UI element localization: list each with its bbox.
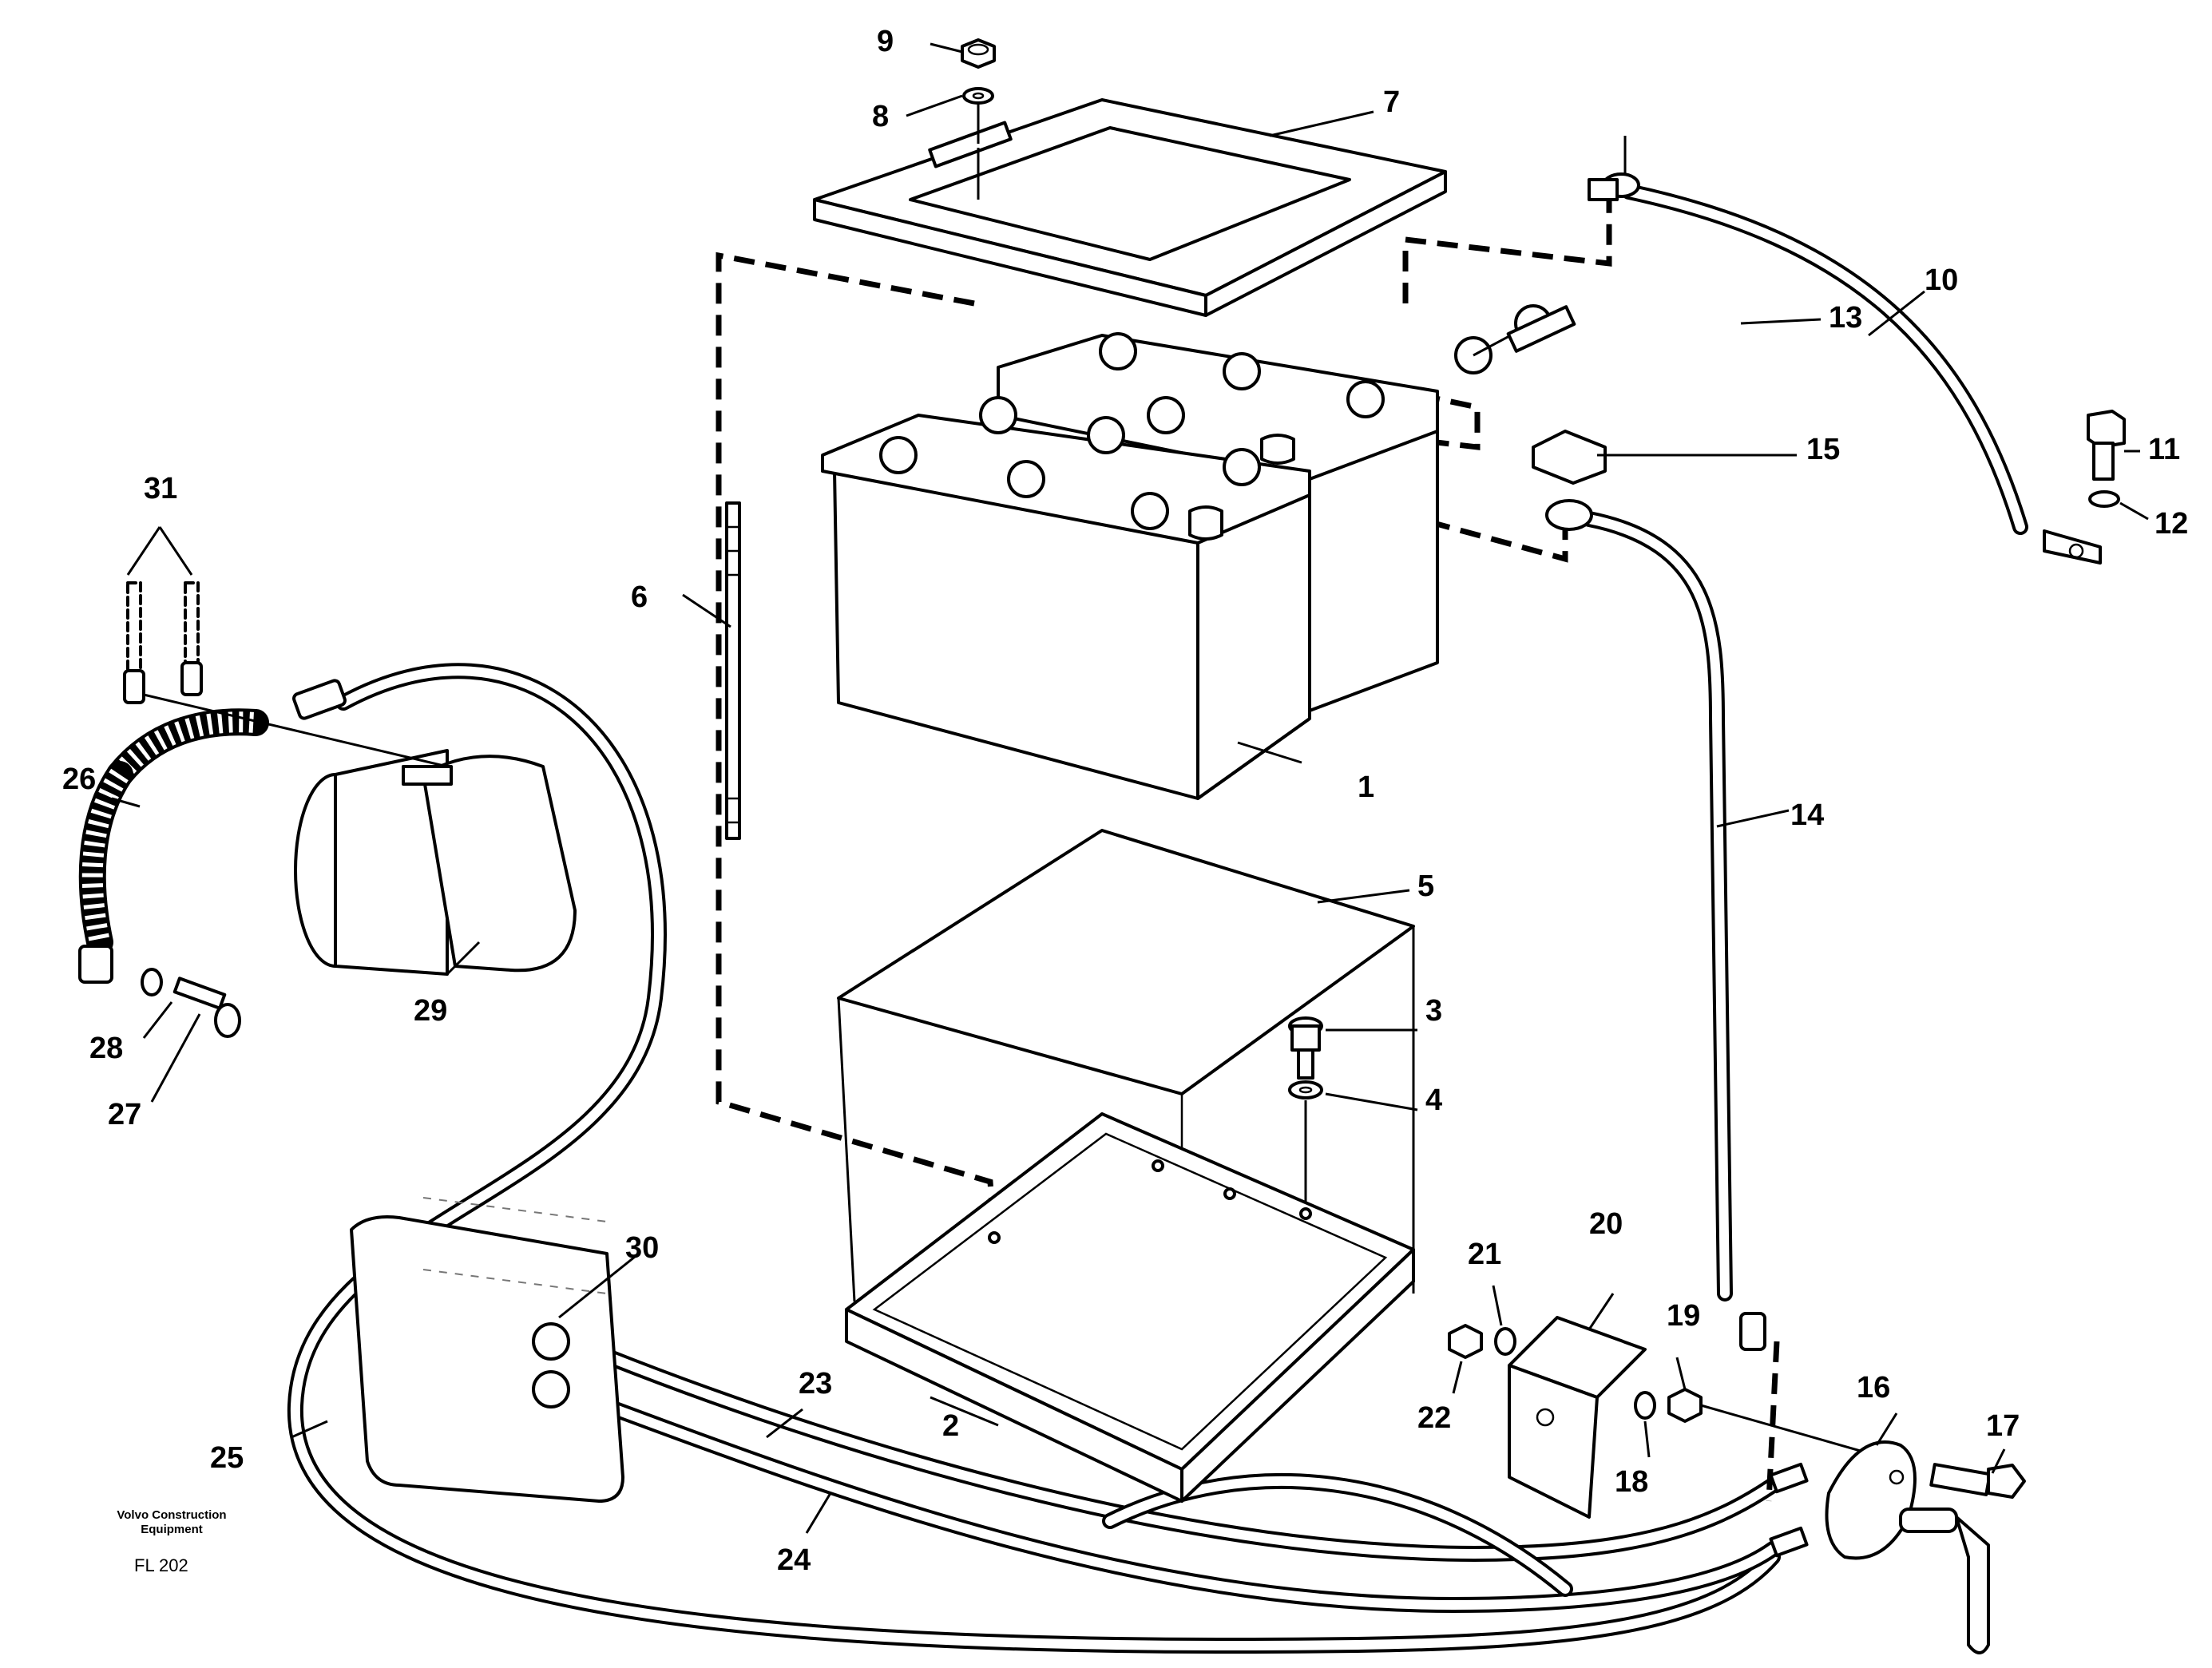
cable-23 xyxy=(543,1325,1781,1562)
cable-lug-10-lower xyxy=(2043,529,2102,565)
washer-8 xyxy=(962,87,994,144)
label-19: 19 xyxy=(1667,1299,1700,1333)
cable-lug-14-lower xyxy=(1739,1312,1766,1351)
label-12: 12 xyxy=(2155,507,2188,541)
label-2: 2 xyxy=(942,1409,959,1443)
label-13: 13 xyxy=(1829,301,1862,335)
label-10: 10 xyxy=(1925,263,1958,297)
bolt-11 xyxy=(2087,410,2126,481)
label-26: 26 xyxy=(62,763,96,796)
washer-21 xyxy=(1494,1327,1516,1356)
label-28: 28 xyxy=(89,1032,123,1065)
washer-18 xyxy=(1634,1391,1656,1420)
label-21: 21 xyxy=(1468,1238,1501,1271)
label-23: 23 xyxy=(799,1367,832,1401)
label-17: 17 xyxy=(1986,1409,2020,1443)
label-30: 30 xyxy=(625,1231,659,1265)
label-15: 15 xyxy=(1806,433,1840,466)
bolt-27 xyxy=(172,977,241,1038)
part-labels: 9 8 7 10 13 11 12 15 6 1 14 5 3 4 2 20 2… xyxy=(62,25,2188,1577)
label-7: 7 xyxy=(1383,85,1400,119)
stud-6 xyxy=(725,501,741,840)
label-6: 6 xyxy=(631,580,648,614)
nut-9 xyxy=(961,38,996,69)
insulation-box-5 xyxy=(837,829,1415,1357)
label-25: 25 xyxy=(210,1441,244,1475)
junction-box-30 xyxy=(350,1197,624,1503)
label-22: 22 xyxy=(1417,1401,1451,1435)
washer-28 xyxy=(78,945,163,996)
brand-line-1: Volvo Construction xyxy=(117,1508,226,1522)
nut-19 xyxy=(1667,1388,1869,1455)
bracket-20 xyxy=(1508,1316,1647,1519)
label-8: 8 xyxy=(872,100,889,133)
label-31: 31 xyxy=(144,472,177,505)
label-1: 1 xyxy=(1358,771,1374,804)
cable-25 xyxy=(287,663,1781,1654)
label-3: 3 xyxy=(1425,994,1442,1028)
leader-lines xyxy=(111,42,2149,1534)
cable-lug-25-top xyxy=(292,679,347,720)
label-29: 29 xyxy=(414,994,447,1028)
battery-tray-2 xyxy=(845,1112,1415,1503)
label-9: 9 xyxy=(877,25,894,58)
label-16: 16 xyxy=(1857,1371,1890,1405)
ground-strap-26 xyxy=(78,708,269,956)
battery-1-right xyxy=(997,332,1439,712)
key-17 xyxy=(1929,1463,2026,1499)
cable-14 xyxy=(1581,511,1733,1302)
battery-1-left xyxy=(821,396,1311,800)
label-5: 5 xyxy=(1417,870,1434,903)
brand-line-2: Equipment xyxy=(141,1523,203,1536)
terminal-cover-15 xyxy=(1532,430,1607,531)
label-4: 4 xyxy=(1425,1084,1442,1117)
cable-clamp-10 xyxy=(1588,136,1640,201)
battery-frame-7 xyxy=(813,98,1447,317)
washer-12 xyxy=(2088,490,2120,508)
bolt-3 xyxy=(1288,1016,1323,1080)
figure-code: FL 202 xyxy=(134,1555,188,1575)
label-27: 27 xyxy=(108,1098,141,1131)
master-switch-16 xyxy=(1769,1440,1990,1654)
cable-lower-loop xyxy=(1102,1472,1573,1597)
label-20: 20 xyxy=(1589,1207,1623,1241)
label-14: 14 xyxy=(1790,798,1824,832)
motor-29 xyxy=(294,749,577,976)
label-18: 18 xyxy=(1615,1465,1648,1499)
cable-24 xyxy=(543,1377,1781,1613)
cable-10 xyxy=(1621,184,2028,535)
terminal-clamp-13 xyxy=(1454,304,1576,374)
label-11: 11 xyxy=(2148,433,2180,466)
washer-4 xyxy=(1288,1080,1323,1206)
label-24: 24 xyxy=(777,1543,811,1577)
cable-lugs-31 xyxy=(123,526,448,768)
nut-22 xyxy=(1448,1324,1483,1359)
